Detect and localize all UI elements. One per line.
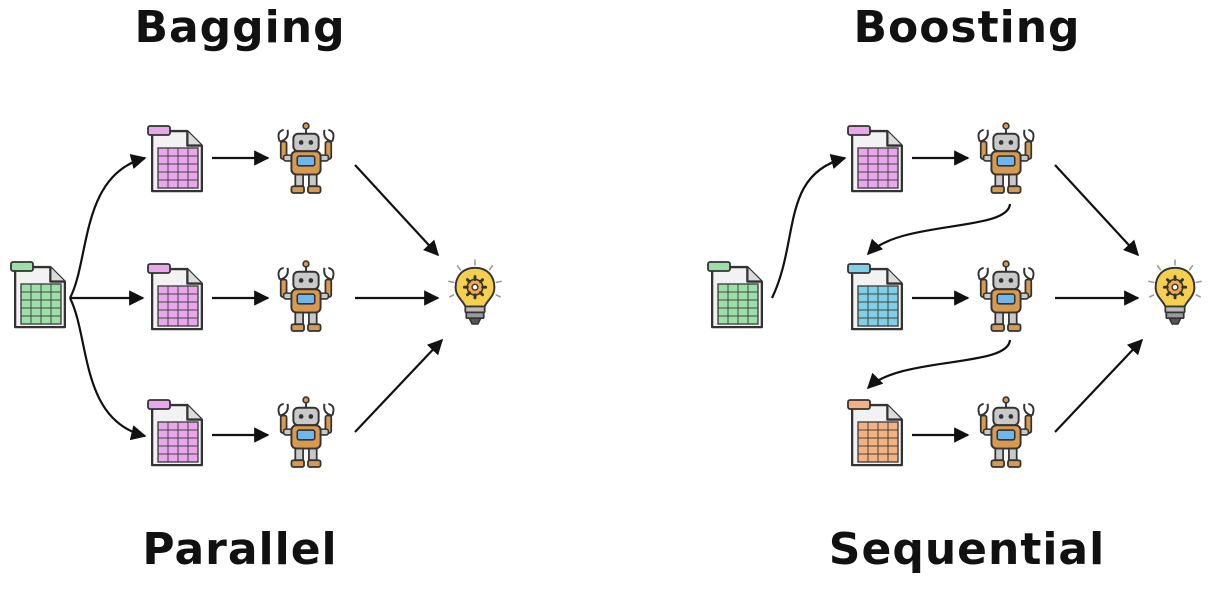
spreadsheet-icon bbox=[847, 263, 904, 331]
boosting-model-1-robot-icon bbox=[977, 122, 1035, 194]
boosting-arrow-robot-result-3 bbox=[1054, 338, 1144, 433]
bagging-title: Bagging bbox=[134, 2, 346, 53]
bagging-subset-2 bbox=[147, 263, 204, 331]
bagging-arrow-bottom bbox=[69, 297, 147, 441]
spreadsheet-icon bbox=[707, 261, 764, 329]
bagging-subtitle: Parallel bbox=[142, 524, 338, 575]
spreadsheet-icon bbox=[10, 261, 67, 329]
boosting-model-3-robot-icon bbox=[977, 396, 1035, 468]
boosting-arrow-sequence-1 bbox=[866, 203, 1012, 256]
boosting-subset-2 bbox=[847, 263, 904, 331]
boosting-subset-3 bbox=[847, 399, 904, 467]
spreadsheet-icon bbox=[147, 263, 204, 331]
bagging-arrow-top bbox=[69, 154, 147, 299]
bagging-result-lightbulb-icon bbox=[447, 258, 503, 326]
spreadsheet-icon bbox=[847, 125, 904, 193]
spreadsheet-icon bbox=[707, 261, 764, 329]
bagging-subset-3 bbox=[147, 399, 204, 467]
bagging-model-1-robot-icon bbox=[277, 122, 335, 194]
spreadsheet-icon bbox=[147, 125, 204, 193]
bagging-arrow-robot-result-3 bbox=[354, 338, 444, 433]
bagging-subset-1 bbox=[147, 125, 204, 193]
bagging-model-2-robot-icon bbox=[277, 260, 335, 332]
spreadsheet-icon bbox=[10, 261, 67, 329]
bagging-arrow-robot-result-1 bbox=[354, 164, 440, 257]
bagging-section bbox=[10, 122, 503, 468]
spreadsheet-icon bbox=[847, 399, 904, 467]
boosting-result-lightbulb-icon bbox=[1147, 258, 1203, 326]
spreadsheet-icon bbox=[147, 399, 204, 467]
boosting-subtitle: Sequential bbox=[828, 524, 1106, 575]
boosting-title: Boosting bbox=[853, 2, 1081, 53]
boosting-arrow-sequence-2 bbox=[866, 339, 1012, 390]
bagging-dataset bbox=[10, 261, 67, 329]
boosting-arrow-robot-result-1 bbox=[1054, 164, 1140, 257]
boosting-dataset bbox=[707, 261, 764, 329]
boosting-section bbox=[707, 122, 1203, 468]
boosting-arrow-dataset bbox=[771, 154, 847, 299]
boosting-subset-1 bbox=[847, 125, 904, 193]
boosting-model-2-robot-icon bbox=[977, 260, 1035, 332]
bagging-model-3-robot-icon bbox=[277, 396, 335, 468]
